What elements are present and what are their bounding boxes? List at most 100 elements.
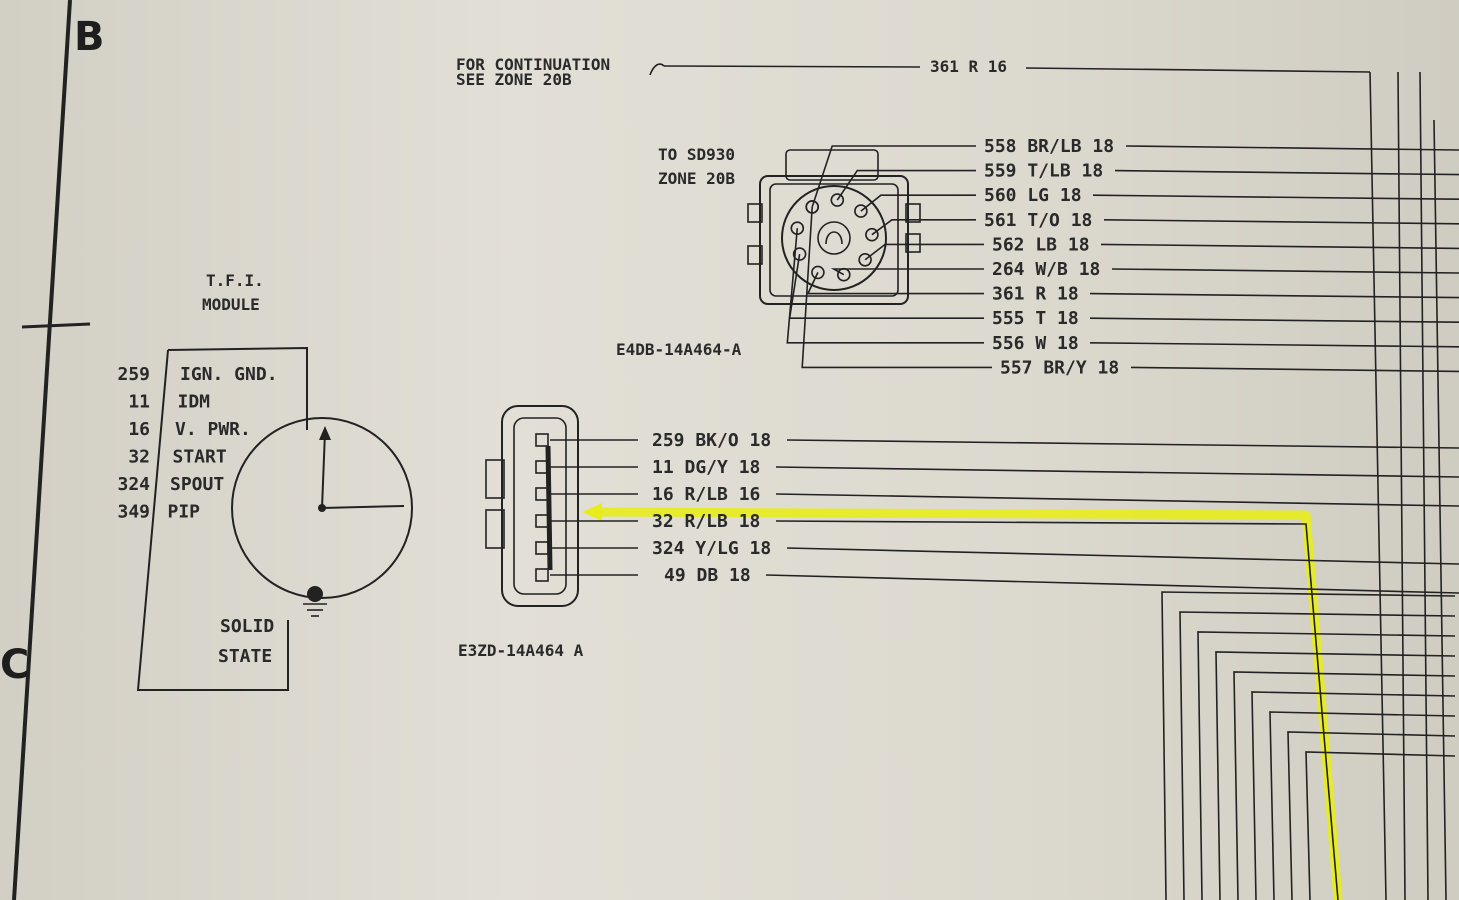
round-connector-tab: [747, 203, 763, 223]
tfi-pin-number: 259: [117, 364, 150, 385]
round-connector-latch: [785, 149, 879, 181]
to-connector-line1: TO SD930: [658, 145, 735, 164]
connector-wire: [864, 243, 984, 261]
round-wire-label: 561 T/O 18: [984, 210, 1092, 231]
rect-connector-part: E3ZD-14A464 A: [458, 641, 584, 660]
round-wire-run: [1125, 145, 1459, 151]
round-wire-run: [1103, 219, 1459, 225]
connector-pin: [854, 204, 868, 218]
round-connector-inner: [769, 183, 899, 297]
rect-wire-label: 16 R/LB 16: [652, 484, 760, 505]
round-wire-label: 555 T 18: [992, 308, 1079, 329]
tfi-pin-name: PIP: [168, 502, 201, 523]
tfi-pin-number: 11: [128, 392, 150, 413]
bus-line: [1419, 71, 1429, 900]
harness-line: [1179, 611, 1456, 900]
rect-wire-label: 324 Y/LG 18: [652, 538, 771, 559]
tfi-pointer-arrow: [319, 426, 331, 440]
tfi-pin-name: V. PWR.: [175, 419, 251, 440]
rect-wire-label: 49 DB 18: [664, 565, 751, 586]
tfi-pin-name: SPOUT: [170, 474, 224, 495]
highlight-arrow: [582, 503, 602, 521]
rect-wire-run: [765, 574, 1459, 594]
round-connector: [747, 149, 921, 305]
tfi-module-box-side: [136, 349, 289, 691]
harness-line: [1233, 671, 1456, 900]
connector-pin: [858, 252, 872, 267]
round-wire-run: [1089, 342, 1459, 348]
rect-connector-pin: [535, 541, 549, 555]
rect-connector-pins: [535, 433, 549, 582]
rect-wire-run: [775, 493, 1459, 507]
round-wire-run: [1111, 268, 1459, 274]
tfi-pin-number: 349: [117, 502, 150, 523]
bus-line: [1397, 71, 1406, 900]
round-connector-center-key: [817, 221, 851, 255]
zone-divider-line: [21, 322, 91, 329]
round-wire-run: [1089, 317, 1459, 323]
round-wire-label: 361 R 18: [992, 284, 1079, 305]
rect-connector-body: [501, 405, 579, 607]
rect-wire-label: 32 R/LB 18: [652, 511, 760, 532]
to-connector-line2: ZONE 20B: [658, 169, 735, 188]
connector-pin: [865, 227, 879, 242]
rect-wire-run: [786, 439, 1459, 449]
harness-line: [1251, 691, 1456, 900]
round-wire-label: 556 W 18: [992, 333, 1079, 354]
tfi-pin-name: IDM: [178, 392, 211, 413]
continuation-line1: FOR CONTINUATION: [456, 55, 610, 74]
tfi-pin-number: 32: [128, 447, 150, 468]
connector-pin: [830, 193, 845, 207]
round-wire-run: [1130, 366, 1459, 373]
connector-wire: [860, 194, 976, 212]
continuation-line2: SEE ZONE 20B: [456, 70, 572, 89]
tfi-pivot: [318, 504, 326, 512]
connector-wire: [806, 272, 984, 295]
continuation-wire-left: [663, 65, 921, 68]
connector-wire: [830, 268, 984, 276]
zone-c-label: C: [0, 642, 29, 688]
connector-wire: [871, 219, 976, 236]
round-wire-run: [1114, 169, 1459, 176]
bus-line: [1433, 119, 1447, 900]
round-wire-label: 264 W/B 18: [992, 259, 1100, 280]
round-connector-tab: [747, 245, 763, 265]
connector-wire: [788, 253, 984, 320]
ground-icon: [303, 586, 327, 617]
tfi-pointer-right: [321, 505, 405, 509]
tfi-pointer-up: [321, 431, 326, 509]
continuation-wire-label: 361 R 16: [930, 57, 1007, 76]
rect-connector-tab: [485, 509, 505, 549]
rect-connector-pin: [535, 460, 549, 474]
harness-line: [1161, 591, 1456, 900]
zone-border-line: [12, 0, 72, 900]
rect-connector-inner: [513, 417, 567, 595]
rect-connector-pin: [535, 514, 549, 528]
rect-connector-pin: [535, 568, 549, 582]
round-wire-label: 562 LB 18: [992, 234, 1090, 255]
continuation-wire-down: [1369, 71, 1387, 900]
tfi-footer-line1: SOLID: [220, 616, 274, 637]
rect-connector-tab: [485, 459, 505, 499]
harness-line: [1287, 731, 1456, 900]
connector-pin: [811, 265, 825, 280]
round-connector-ring: [781, 185, 887, 291]
round-wire-run: [1100, 243, 1459, 250]
rect-connector-pin: [535, 433, 549, 447]
round-connector-tab: [905, 233, 921, 253]
round-connector-part: E4DB-14A464-A: [616, 340, 742, 359]
round-connector-tab: [905, 203, 921, 223]
tfi-module-box-top: [167, 346, 308, 430]
connector-wire: [786, 228, 984, 344]
harness-line: [1305, 751, 1456, 900]
round-wire-run: [1092, 194, 1459, 200]
harness-line: [1269, 711, 1456, 900]
rect-wire-run: [775, 520, 1339, 900]
round-wire-label: 557 BR/Y 18: [1000, 357, 1119, 378]
harness-bundle: [1161, 591, 1456, 900]
tfi-pin-number: 16: [128, 419, 150, 440]
rect-connector-pin: [535, 487, 549, 501]
